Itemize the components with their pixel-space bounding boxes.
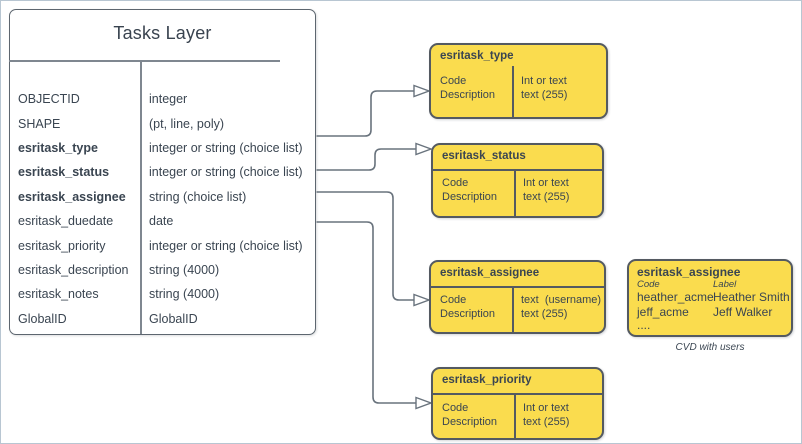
open-arrow-icon <box>413 293 432 307</box>
open-arrow-icon <box>413 84 432 98</box>
field-type: string (choice list) <box>149 189 247 204</box>
column-divider <box>140 61 142 334</box>
cell: Code <box>442 177 469 189</box>
domain-types: text (username)text (255) <box>521 294 601 321</box>
field-row-globalid: GlobalID GlobalID <box>10 307 315 331</box>
connector-esritask-status <box>316 148 416 171</box>
field-name: esritask_duedate <box>18 214 114 229</box>
open-arrow-icon <box>415 396 434 410</box>
field-row-esritask-duedate: esritask_duedate date <box>10 209 315 233</box>
cvd-cell-label: Jeff Walker <box>713 305 773 319</box>
domain-title: esritask_assignee <box>440 267 540 279</box>
cell: text (255) <box>521 88 568 101</box>
field-row-esritask-description: esritask_description string (4000) <box>10 258 315 282</box>
domain-title-divider <box>431 286 604 288</box>
field-row-esritask-notes: esritask_notes string (4000) <box>10 282 315 306</box>
cell: Int or text <box>521 75 567 87</box>
field-type: integer or string (choice list) <box>149 165 303 180</box>
field-row-esritask-status: esritask_status integer or string (choic… <box>10 160 315 184</box>
field-type: string (4000) <box>149 262 220 277</box>
field-name: SHAPE <box>18 116 61 131</box>
cell: text (255) <box>523 190 570 203</box>
cell: Description <box>440 88 496 101</box>
cvd-caption: CVD with users <box>675 342 745 353</box>
cvd-cell-label: Heather Smith <box>713 290 790 304</box>
field-type: GlobalID <box>149 311 198 326</box>
cvd-column-header-code: Code <box>637 279 660 290</box>
connector-esritask-assignee <box>316 191 414 301</box>
cell: Description <box>442 415 498 428</box>
field-row-esritask-priority: esritask_priority integer or string (cho… <box>10 233 315 257</box>
connector-esritask-priority <box>316 221 416 404</box>
field-name: esritask_type <box>18 140 98 155</box>
field-name: esritask_assignee <box>18 189 126 204</box>
tasks-layer-title: Tasks Layer <box>113 23 212 43</box>
cell: text (255) <box>521 307 568 320</box>
domain-column-divider <box>514 393 516 438</box>
field-list: OBJECTID integer SHAPE (pt, line, poly) … <box>10 87 315 331</box>
domain-title-divider <box>433 393 602 395</box>
domain-title: esritask_status <box>442 150 526 162</box>
cell: Int or text <box>523 177 569 189</box>
field-row-esritask-assignee: esritask_assignee string (choice list) <box>10 185 315 209</box>
cell: Int or text <box>523 402 569 414</box>
field-row-esritask-type: esritask_type integer or string (choice … <box>10 136 315 160</box>
field-name: esritask_priority <box>18 238 106 253</box>
field-row-objectid: OBJECTID integer <box>10 87 315 111</box>
field-type: integer <box>149 92 188 107</box>
cell: text (username) <box>521 294 602 306</box>
field-row-shape: SHAPE (pt, line, poly) <box>10 111 315 135</box>
cell: text (255) <box>523 415 570 428</box>
cell: Code <box>440 75 467 87</box>
field-type: (pt, line, poly) <box>149 116 225 131</box>
cvd-title: esritask_assignee <box>637 265 741 279</box>
domain-title: esritask_type <box>440 50 514 62</box>
cvd-cell-code: heather_acme <box>637 290 714 304</box>
field-type: string (4000) <box>149 287 220 302</box>
cell: Code <box>442 402 469 414</box>
cvd-cell-code: jeff_acme <box>637 305 689 319</box>
title-divider <box>9 60 280 62</box>
connector-esritask-type <box>316 90 414 137</box>
field-name: esritask_notes <box>18 287 99 302</box>
cell: Code <box>440 294 467 306</box>
domain-column-divider <box>512 286 514 332</box>
field-type: date <box>149 214 174 229</box>
cell: Description <box>442 190 498 203</box>
cell: Description <box>440 307 496 320</box>
field-type: integer or string (choice list) <box>149 238 303 253</box>
field-name: esritask_description <box>18 262 129 277</box>
domain-column-divider <box>512 66 514 117</box>
cvd-table-esritask-assignee: esritask_assignee Code Label heather_acm… <box>627 259 793 337</box>
cvd-column-header-label: Label <box>713 279 737 290</box>
domain-column-divider <box>514 169 516 216</box>
field-name: GlobalID <box>18 311 67 326</box>
domain-title-divider <box>433 169 602 171</box>
open-arrow-icon <box>415 142 434 156</box>
field-name: esritask_status <box>18 165 110 180</box>
domain-title: esritask_priority <box>442 374 532 386</box>
cvd-cell-more: .... <box>637 318 651 332</box>
field-name: OBJECTID <box>18 92 80 107</box>
tasks-layer-table: Tasks Layer OBJECTID integer SHAPE (pt, … <box>9 9 316 335</box>
field-type: integer or string (choice list) <box>149 140 303 155</box>
